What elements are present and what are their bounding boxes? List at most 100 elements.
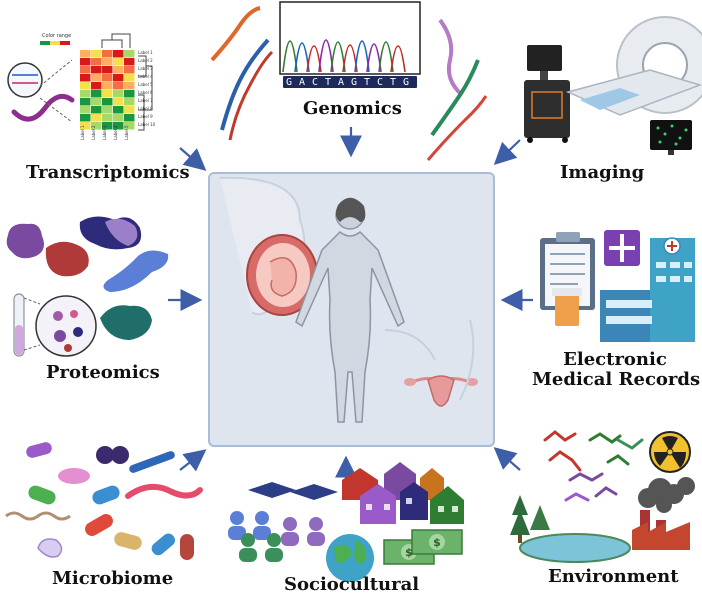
heatmap-cell [91, 114, 102, 122]
heatmap-cell [124, 50, 135, 58]
heatmap-cell [91, 106, 102, 114]
heatmap-col-label: Label 1 [80, 125, 85, 140]
arrow-microbiome [179, 449, 207, 472]
environment-icon [510, 430, 695, 563]
arrow-transcriptomics [179, 147, 207, 171]
emr-label-line1: Electronic [563, 349, 667, 370]
heatmap-cell [113, 74, 124, 82]
heatmap-cell [80, 90, 91, 98]
genomics-label: Genomics [303, 98, 402, 119]
transcriptomics-label: Transcriptomics [26, 162, 190, 183]
heatmap-cell [91, 82, 102, 90]
heatmap-cell [102, 90, 113, 98]
heatmap-col-label: Label 5 [124, 125, 129, 140]
emr-label: Electronic Medical Records [532, 349, 701, 390]
imaging-icon [524, 16, 702, 155]
base-2: A [299, 77, 305, 88]
heatmap-cell [80, 50, 91, 58]
heatmap-cell [113, 50, 124, 58]
heatmap-cell [124, 114, 135, 122]
heatmap-cell [113, 98, 124, 106]
heatmap-row-label: Label 9 [138, 114, 153, 119]
heatmap-cell [124, 90, 135, 98]
heatmap-cell [113, 66, 124, 74]
base-10: G [403, 77, 409, 88]
heatmap-col-label: Label 2 [91, 125, 96, 140]
heatmap-cell [80, 66, 91, 74]
heatmap-cell [91, 74, 102, 82]
money-symbols: $ $ [405, 536, 441, 559]
heatmap-cell [80, 122, 91, 130]
heatmap-cell [113, 114, 124, 122]
heatmap-cell [113, 122, 124, 130]
heatmap-cell [80, 106, 91, 114]
heatmap-cell [102, 114, 113, 122]
arrow-imaging [493, 139, 521, 166]
heatmap-cell [102, 58, 113, 66]
microbiome-icon [5, 442, 203, 560]
heatmap-cell [91, 90, 102, 98]
heatmap-row-label: Label 10 [138, 122, 156, 127]
imaging-label: Imaging [560, 162, 645, 183]
svg-text:$: $ [433, 536, 441, 549]
heatmap-cell [102, 66, 113, 74]
svg-text:$: $ [405, 546, 413, 559]
heatmap-row-label: Label 1 [138, 50, 153, 55]
heatmap-cell [102, 74, 113, 82]
sociocultural-icon [228, 462, 464, 582]
heatmap-row-label: Label 3 [138, 66, 153, 71]
heatmap-legend-title: Color range [42, 33, 72, 39]
heatmap-cell [80, 58, 91, 66]
heatmap-cell [124, 82, 135, 90]
heatmap-row-label: Label 4 [138, 74, 153, 79]
base-8: C [377, 77, 383, 88]
heatmap-cell [113, 58, 124, 66]
heatmap-cell [80, 74, 91, 82]
heatmap-cell [102, 106, 113, 114]
heatmap-row-label: Label 2 [138, 58, 153, 63]
center-figure-icon [219, 176, 478, 423]
sociocultural-label: Sociocultural [284, 574, 420, 595]
base-4: T [325, 77, 331, 88]
proteomics-label: Proteomics [46, 362, 160, 383]
heatmap-cell [102, 82, 113, 90]
heatmap-cell [124, 106, 135, 114]
environment-label: Environment [548, 566, 679, 587]
arrows [168, 127, 533, 488]
sequence-bases: G A C T A G T C T G [286, 77, 409, 88]
heatmap-cell [124, 98, 135, 106]
base-7: T [364, 77, 370, 88]
heatmap-cell [113, 82, 124, 90]
heatmap-cell [124, 58, 135, 66]
microbiome-label: Microbiome [52, 568, 174, 589]
genomics-icon [210, 1, 488, 161]
heatmap-cell [124, 122, 135, 130]
heatmap-row-label: Label 7 [138, 98, 153, 103]
heatmap-col-label: Label 3 [102, 125, 107, 140]
heatmap-row-label: Label 6 [138, 90, 153, 95]
emr-label-line2: Medical Records [532, 369, 701, 390]
heatmap-cell [102, 98, 113, 106]
transcriptomics-icon [7, 33, 153, 131]
arrow-environment [493, 447, 521, 471]
proteomics-icon [6, 216, 169, 357]
heatmap-cell [91, 98, 102, 106]
emr-icon [540, 230, 695, 342]
heatmap-cell [124, 66, 135, 74]
base-5: A [338, 77, 344, 88]
heatmap-cell [113, 106, 124, 114]
heatmap-cell [113, 90, 124, 98]
base-9: T [390, 77, 396, 88]
heatmap-cell [80, 98, 91, 106]
base-3: C [312, 77, 318, 88]
heatmap-cell [102, 50, 113, 58]
heatmap-cell [124, 74, 135, 82]
heatmap-cell [80, 114, 91, 122]
heatmap-cell [91, 58, 102, 66]
heatmap-cell [91, 122, 102, 130]
heatmap-row-label: Label 5 [138, 82, 153, 87]
base-6: G [351, 77, 357, 88]
heatmap-cell [91, 66, 102, 74]
